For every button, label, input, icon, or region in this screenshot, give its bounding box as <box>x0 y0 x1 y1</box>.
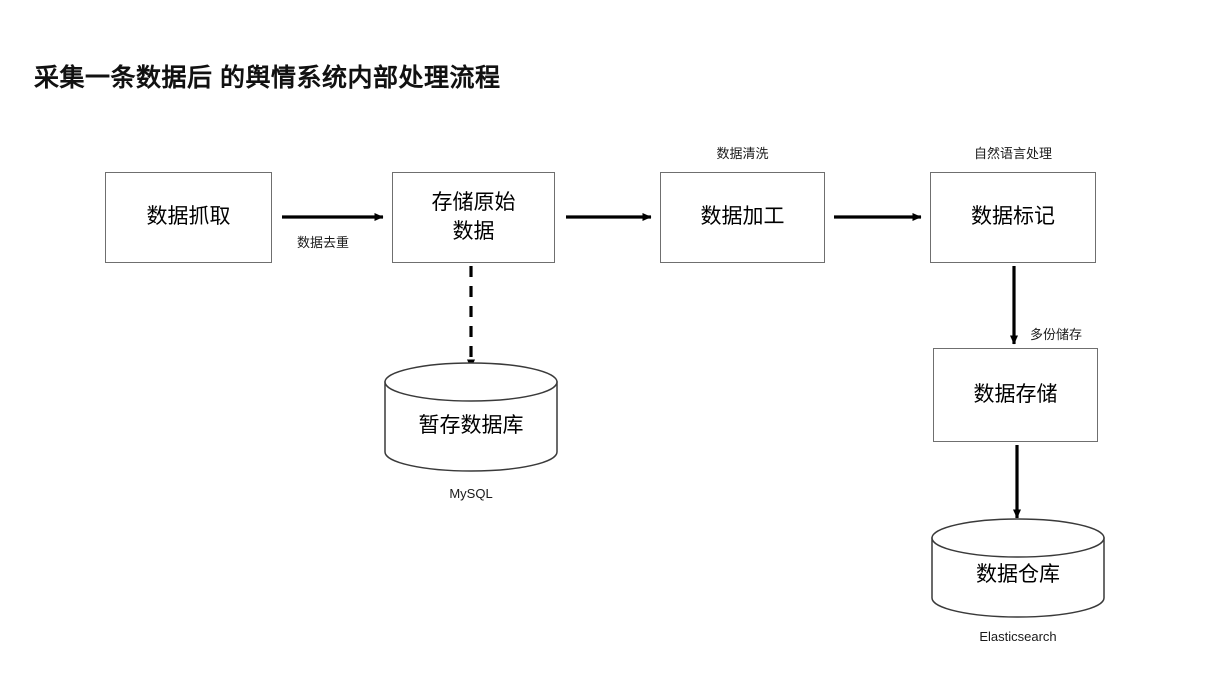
node-store-raw-label-line2: 数据 <box>452 219 495 243</box>
cylinder-temp-db <box>384 362 558 472</box>
node-tagging-label: 数据标记 <box>971 205 1055 229</box>
cylinder-warehouse <box>931 518 1105 618</box>
node-capture[interactable]: 数据抓取 <box>105 172 272 263</box>
node-storage[interactable]: 数据存储 <box>933 348 1098 442</box>
edge-label-multi-copy: 多份储存 <box>1030 327 1083 342</box>
node-process[interactable]: 数据加工 <box>660 172 825 263</box>
node-storage-label: 数据存储 <box>973 382 1058 406</box>
node-temp-db-label: 暂存数据库 <box>418 414 524 437</box>
node-store-raw-label-line1: 存储原始 <box>431 191 516 215</box>
edge-label-dedup: 数据去重 <box>297 235 350 250</box>
page-title: 采集一条数据后 的舆情系统内部处理流程 <box>34 64 501 92</box>
node-tagging[interactable]: 数据标记 <box>930 172 1096 263</box>
caption-temp-db: MySQL <box>449 486 493 501</box>
caption-tagging: 自然语言处理 <box>973 146 1052 161</box>
caption-warehouse: Elasticsearch <box>979 629 1057 644</box>
node-store-raw-label: 存储原始 数据 <box>428 189 520 246</box>
node-capture-label: 数据抓取 <box>146 205 231 229</box>
node-store-raw[interactable]: 存储原始 数据 <box>392 172 555 263</box>
node-process-label: 数据加工 <box>700 205 785 229</box>
node-warehouse-label: 数据仓库 <box>976 563 1060 586</box>
caption-process: 数据清洗 <box>716 146 769 161</box>
